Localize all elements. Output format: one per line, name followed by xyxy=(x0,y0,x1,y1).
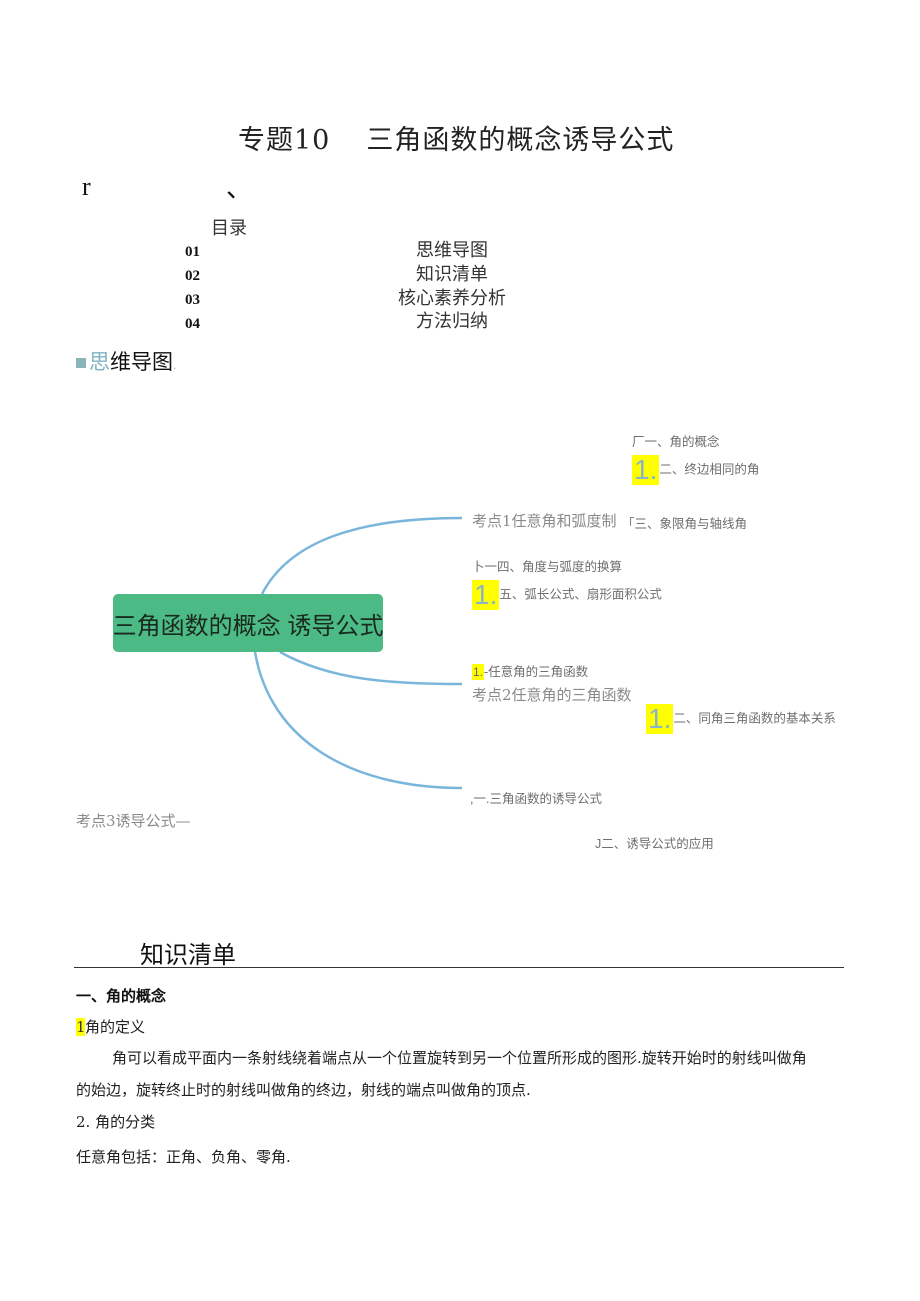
highlight-marker: 1. xyxy=(76,1018,91,1036)
item2-title: 2. 角的分类 xyxy=(76,1113,156,1131)
document-title: 专题10 三角函数的概念诱导公式 xyxy=(238,118,674,157)
toc-num-02: 02 xyxy=(185,268,200,284)
highlight-marker: 1. xyxy=(646,703,674,734)
mindmap-node-1-5[interactable]: 1.五、弧长公式、扇形面积公式 xyxy=(472,579,662,610)
title-main: 三角函数的概念诱导公式 xyxy=(366,125,675,156)
mindmap-node-2-1[interactable]: 1.-任意角的三角函数 xyxy=(472,664,589,680)
item1-body-line1: 角可以看成平面内一条射线绕着端点从一个位置旋转到另一个位置所形成的图形.旋转开始… xyxy=(112,1049,807,1067)
mindmap-topic-2[interactable]: 考点2任意角的三角函数 xyxy=(472,686,632,704)
mindmap-node-2-2[interactable]: 1.二、同角三角函数的基本关系 xyxy=(646,703,836,734)
title-prefix: 专题10 xyxy=(238,125,331,156)
mindmap-node-1-2[interactable]: 1.二、终边相同的角 xyxy=(632,454,760,485)
highlight-marker: 1. xyxy=(472,579,500,610)
bullet-square-icon xyxy=(76,358,86,369)
mindmap-heading: 思维导图. xyxy=(76,346,176,376)
mindmap-topic-1[interactable]: 考点1任意角和弧度制 xyxy=(472,512,617,530)
toc-link-knowledge[interactable]: 知识清单 xyxy=(416,264,488,285)
mindmap-node-3-1[interactable]: ,一.三角函数的诱导公式 xyxy=(470,792,602,806)
toc-num-04: 04 xyxy=(185,316,200,332)
highlight-marker: 1. xyxy=(632,454,660,485)
highlight-marker: 1. xyxy=(472,664,485,680)
mindmap-branches xyxy=(253,516,463,790)
toc-heading: 目录 xyxy=(211,218,247,239)
section-title-angle-concept: 一、角的概念 xyxy=(76,987,167,1005)
stray-glyph-right: 、 xyxy=(226,174,253,203)
section-divider xyxy=(74,967,844,968)
stray-glyph-left: r xyxy=(82,172,91,201)
toc-num-03: 03 xyxy=(185,292,200,308)
mindmap-node-1-1[interactable]: 厂一、角的概念 xyxy=(632,435,720,449)
item1-body-line2: 的始边，旋转终止时的射线叫做角的终边，射线的端点叫做角的顶点. xyxy=(76,1081,531,1099)
mindmap-node-3-2[interactable]: J二、诱导公式的应用 xyxy=(595,837,714,851)
mindmap-node-1-4[interactable]: 卜一四、角度与弧度的换算 xyxy=(472,560,623,574)
toc-link-mindmap[interactable]: 思维导图 xyxy=(416,240,488,261)
mindmap-root-node[interactable]: 三角函数的概念 诱导公式 xyxy=(113,594,383,652)
toc-link-analysis[interactable]: 核心素养分析 xyxy=(398,288,506,309)
item1-title: 1.角的定义 xyxy=(76,1018,146,1036)
toc-num-01: 01 xyxy=(185,244,200,260)
knowledge-heading: 知识清单 xyxy=(140,942,236,969)
mindmap-topic-3[interactable]: 考点3诱导公式— xyxy=(76,812,191,830)
item2-body: 任意角包括：正角、负角、零角. xyxy=(76,1148,291,1166)
toc-link-methods[interactable]: 方法归纳 xyxy=(416,311,488,332)
mindmap-node-1-3[interactable]: 「三、象限角与轴线角 xyxy=(622,517,748,531)
